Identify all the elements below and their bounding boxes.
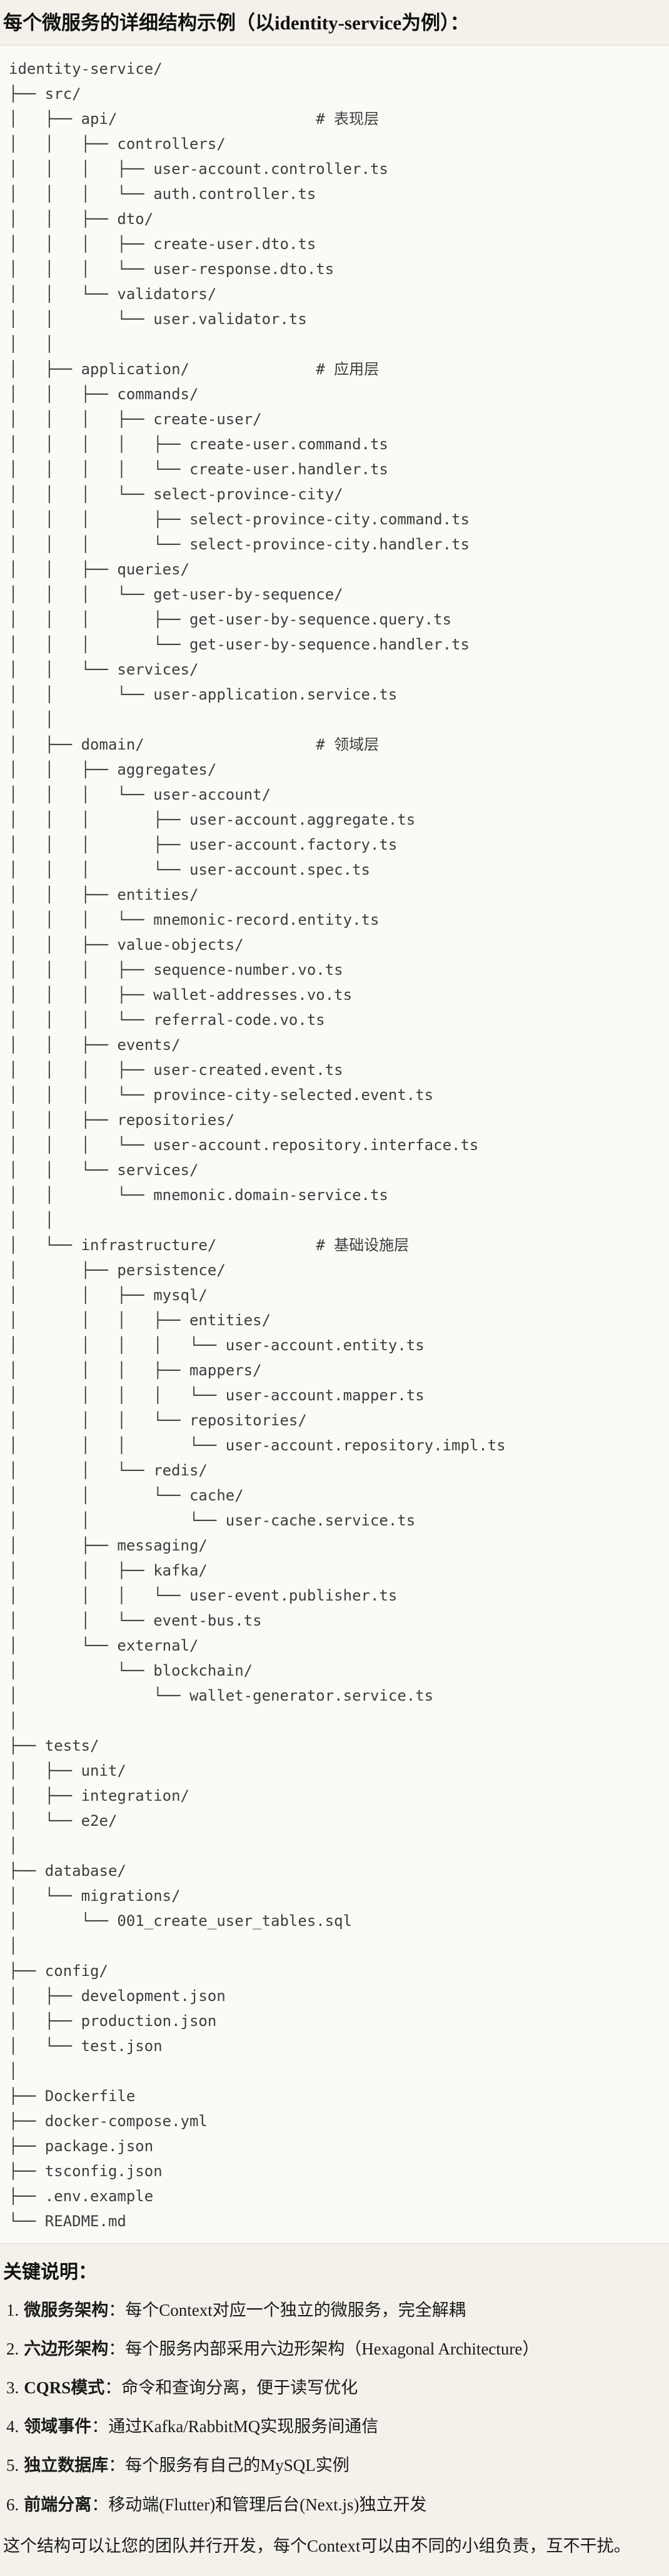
note-desc: ：每个服务有自己的MySQL实例 [108,2456,350,2475]
notes-section: 关键说明： 1. 微服务架构：每个Context对应一个独立的微服务，完全解耦 2… [0,2244,669,2557]
note-number: 2. [6,2339,19,2359]
note-item: 6. 前端分离：移动端(Flutter)和管理后台(Next.js)独立开发 [3,2494,664,2516]
note-label: CQRS模式 [24,2378,105,2398]
note-desc: ：通过Kafka/RabbitMQ实现服务间通信 [91,2417,379,2436]
note-desc: ：每个服务内部采用六边形架构（Hexagonal Architecture） [108,2339,540,2359]
page-title: 每个微服务的详细结构示例（以identity-service为例）： [3,12,470,34]
note-number: 3. [6,2378,19,2398]
directory-tree-text: identity-service/ ├── src/ │ ├── api/ # … [9,60,506,2231]
note-label: 六边形架构 [24,2339,109,2359]
code-block: identity-service/ ├── src/ │ ├── api/ # … [0,45,669,2244]
note-desc: ：每个Context对应一个独立的微服务，完全解耦 [108,2301,466,2320]
note-number: 6. [6,2495,19,2514]
note-desc: ：命令和查询分离，便于读写优化 [104,2378,358,2398]
note-item: 2.六边形架构：每个服务内部采用六边形架构（Hexagonal Architec… [3,2338,664,2360]
note-label: 领域事件 [24,2417,92,2436]
note-number: 5. [6,2456,19,2475]
note-desc: ：移动端(Flutter)和管理后台(Next.js)独立开发 [91,2495,427,2514]
note-number: 1. [6,2301,19,2320]
note-label: 独立数据库 [24,2456,109,2475]
notes-heading: 关键说明： [3,2262,97,2283]
note-label: 微服务架构 [24,2301,109,2320]
note-label: 前端分离 [24,2495,92,2514]
note-item: 3.CQRS模式：命令和查询分离，便于读写优化 [3,2377,664,2399]
note-item: 5. 独立数据库：每个服务有自己的MySQL实例 [3,2455,664,2477]
note-number: 4. [6,2417,19,2436]
note-item: 1. 微服务架构：每个Context对应一个独立的微服务，完全解耦 [3,2299,664,2321]
note-item: 4. 领域事件：通过Kafka/RabbitMQ实现服务间通信 [3,2416,664,2438]
page-header: 每个微服务的详细结构示例（以identity-service为例）： [0,0,669,45]
notes-footer: 这个结构可以让您的团队并行开发，每个Context可以由不同的小组负责，互不干扰… [3,2536,631,2555]
